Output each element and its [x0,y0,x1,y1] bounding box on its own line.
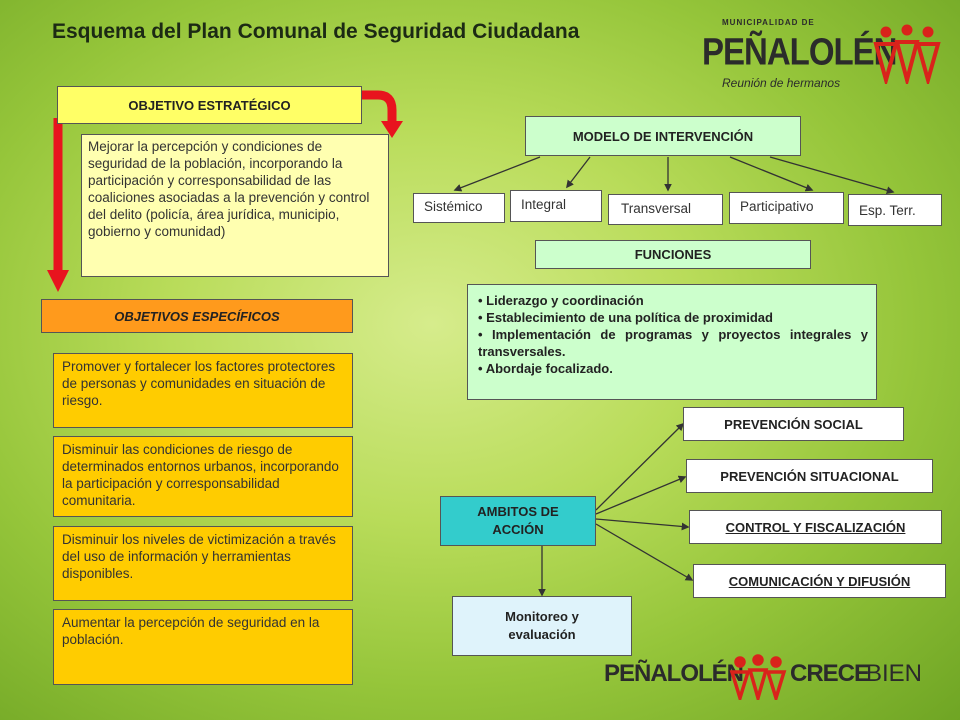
funcion-item: Implementación de programas y proyectos … [478,326,868,360]
monitoreo-evaluacion-box: Monitoreo y evaluación [452,596,632,656]
bottom-logo-mid: CRECE [790,660,870,687]
objetivo-estrategico-text: Mejorar la percepción y condiciones de s… [81,134,389,277]
modelo-type-sistemico: Sistémico [413,193,505,223]
ambito-comunicacion-difusion: COMUNICACIÓN Y DIFUSIÓN [693,564,946,598]
funcion-item: Establecimiento de una política de proxi… [478,309,868,326]
page-title: Esquema del Plan Comunal de Seguridad Ci… [52,20,580,43]
modelo-type-transversal: Transversal [608,194,723,225]
logo-tagline: MUNICIPALIDAD DE [722,18,815,27]
modelo-intervencion-header: MODELO DE INTERVENCIÓN [525,116,801,156]
objetivo-estrategico-header: OBJETIVO ESTRATÉGICO [57,86,362,124]
modelo-type-esp-terr: Esp. Terr. [848,194,942,226]
funciones-list: Liderazgo y coordinación Establecimiento… [467,284,877,400]
funciones-header: FUNCIONES [535,240,811,269]
modelo-type-integral: Integral [510,190,602,222]
funcion-item: Liderazgo y coordinación [478,292,868,309]
red-arrow-down-left [47,118,69,292]
logo-subtitle: Reunión de hermanos [722,76,841,90]
ambitos-arrows [538,422,694,597]
ambito-prevencion-situacional: PREVENCIÓN SITUACIONAL [686,459,933,493]
objetivo-especifico-4: Aumentar la percepción de seguridad en l… [53,609,353,685]
bottom-logo-left: PEÑALOLÉN [604,660,744,687]
red-arrow-bent-right [362,90,403,138]
bottom-logo-right: BIEN [866,660,923,687]
logo-name: PEÑALOLÉN [702,30,898,73]
objetivo-especifico-1: Promover y fortalecer los factores prote… [53,353,353,428]
objetivo-especifico-2: Disminuir las condiciones de riesgo de d… [53,436,353,517]
penalolen-crece-bien-logo: PEÑALOLÉN CRECE BIEN [604,652,924,702]
modelo-arrows [453,156,895,195]
ambitos-accion-box: AMBITOS DE ACCIÓN [440,496,596,546]
people-logo-icon [729,654,787,700]
funcion-item: Abordaje focalizado. [478,360,868,377]
penalolen-logo-top: MUNICIPALIDAD DE PEÑALOLÉN Reunión de he… [700,18,941,93]
ambito-prevencion-social: PREVENCIÓN SOCIAL [683,407,904,441]
modelo-type-participativo: Participativo [729,192,844,224]
ambito-control-fiscalizacion: CONTROL Y FISCALIZACIÓN [689,510,942,544]
objetivo-especifico-3: Disminuir los niveles de victimización a… [53,526,353,601]
objetivos-especificos-header: OBJETIVOS ESPECÍFICOS [41,299,353,333]
people-logo-icon [873,24,941,84]
